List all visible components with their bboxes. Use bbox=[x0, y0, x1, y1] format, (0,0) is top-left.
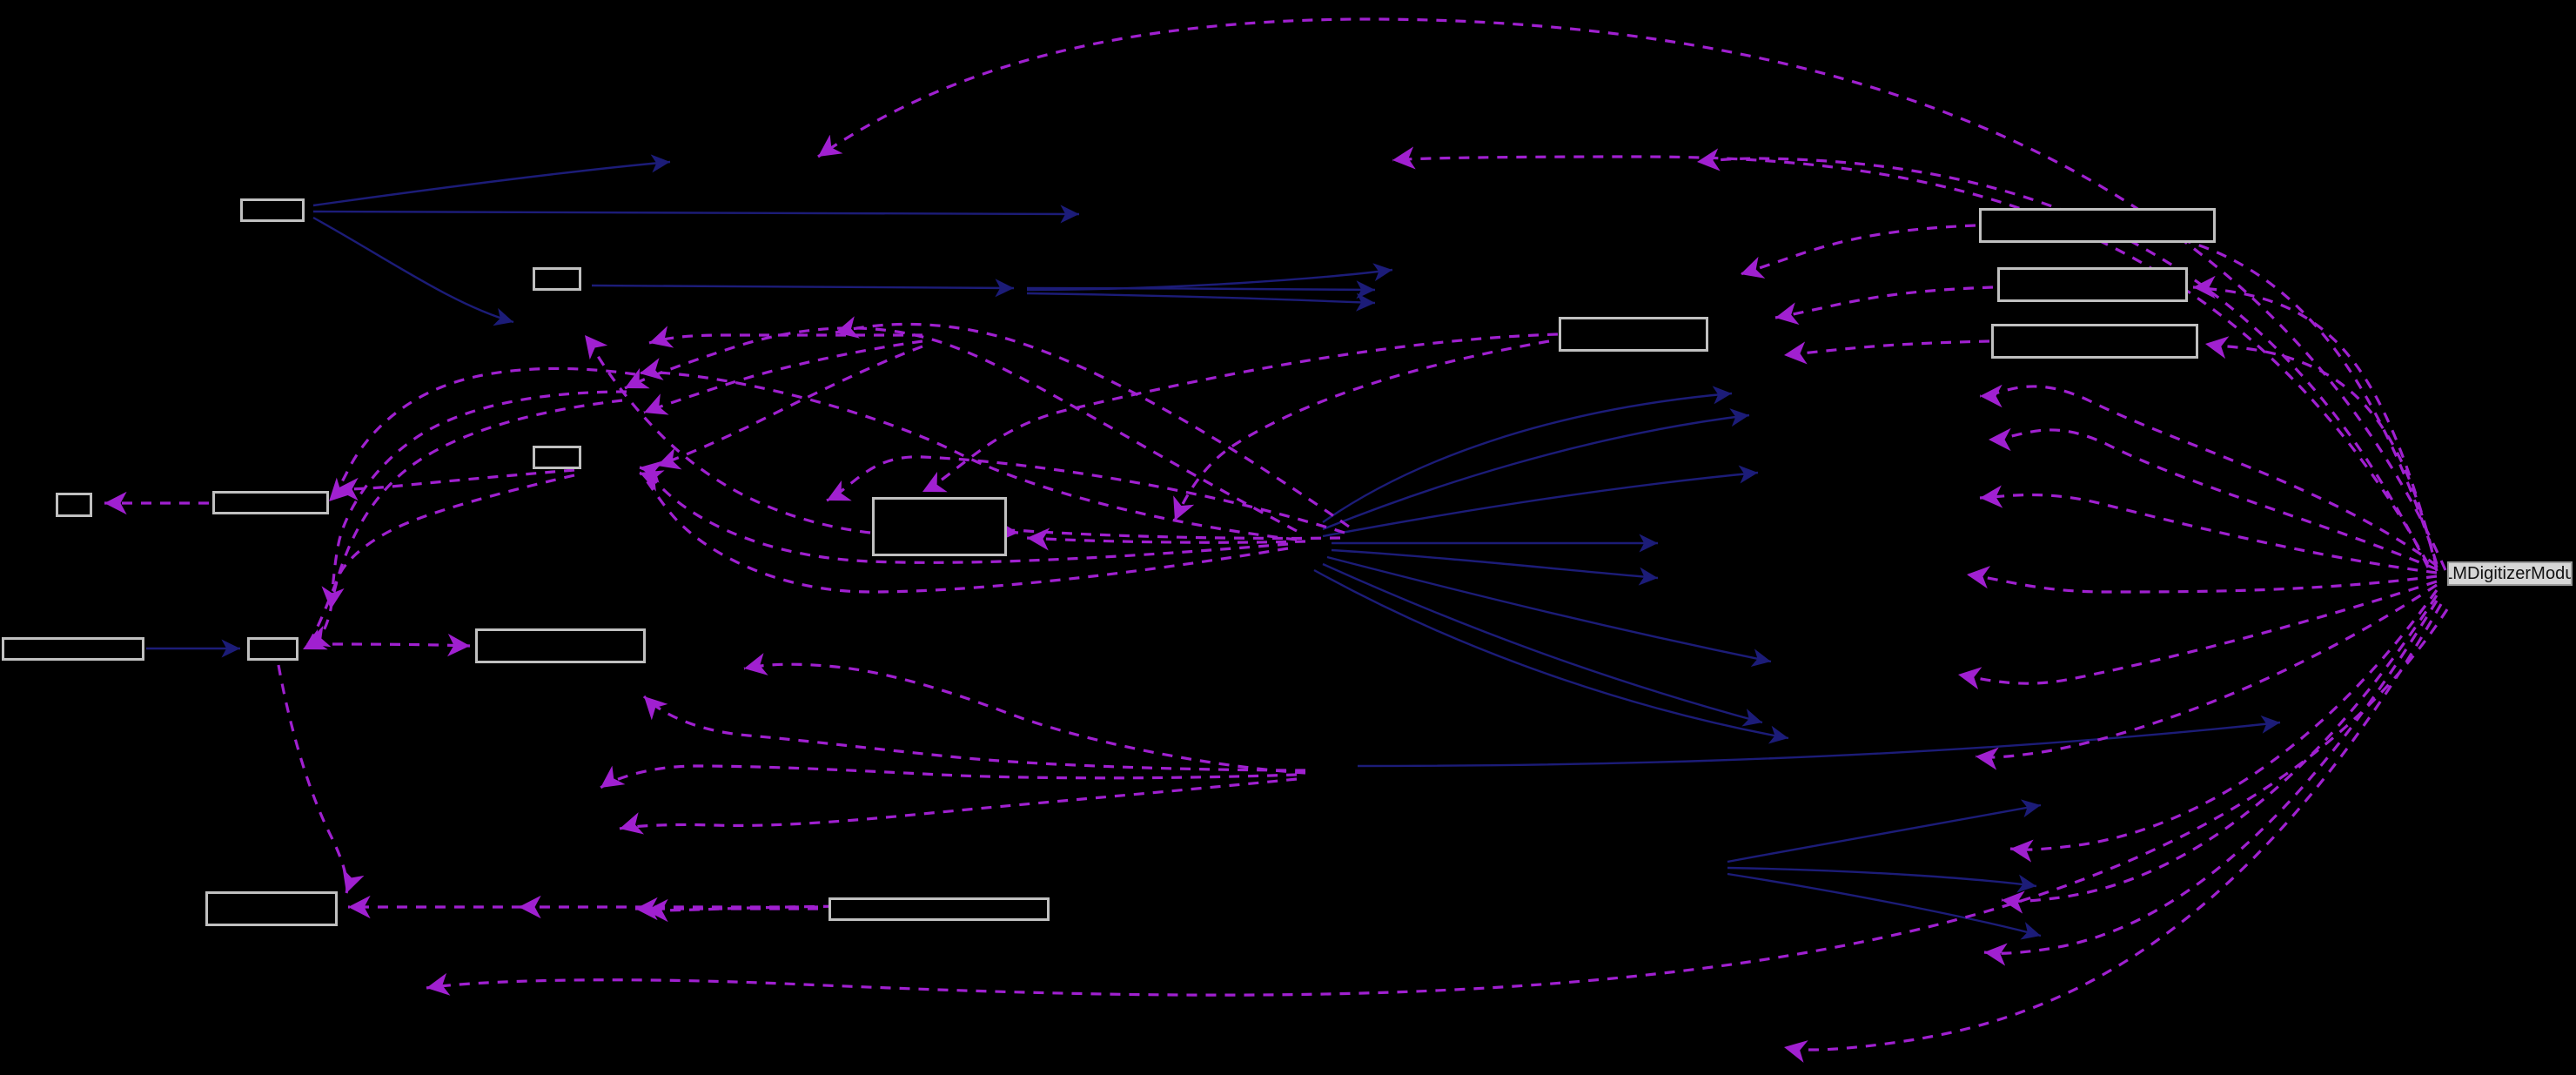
node-caller-12[interactable] bbox=[1559, 317, 1708, 352]
node-caller-11[interactable] bbox=[828, 897, 1050, 921]
dashed-edge-group-secondary bbox=[348, 895, 1045, 923]
node-caller-2[interactable] bbox=[533, 267, 581, 291]
node-caller-1[interactable] bbox=[240, 198, 305, 222]
node-caller-15[interactable] bbox=[1991, 324, 2198, 359]
node-caller-6[interactable] bbox=[872, 497, 1007, 556]
node-caller-7[interactable] bbox=[2, 637, 144, 661]
node-caller-4[interactable] bbox=[56, 493, 92, 517]
node-caller-9[interactable] bbox=[475, 628, 646, 663]
node-caller-5[interactable] bbox=[212, 491, 329, 514]
node-caller-10[interactable] bbox=[205, 891, 338, 926]
node-klm-digitizer-module[interactable]: KLMDigitizerModule bbox=[2447, 561, 2573, 586]
solid-edge-group bbox=[146, 154, 2281, 940]
node-caller-13[interactable] bbox=[1979, 208, 2216, 243]
dashed-edge-group bbox=[104, 17, 2449, 1063]
node-caller-14[interactable] bbox=[1997, 267, 2188, 302]
node-caller-3[interactable] bbox=[533, 446, 581, 469]
node-caller-8[interactable] bbox=[247, 637, 299, 661]
